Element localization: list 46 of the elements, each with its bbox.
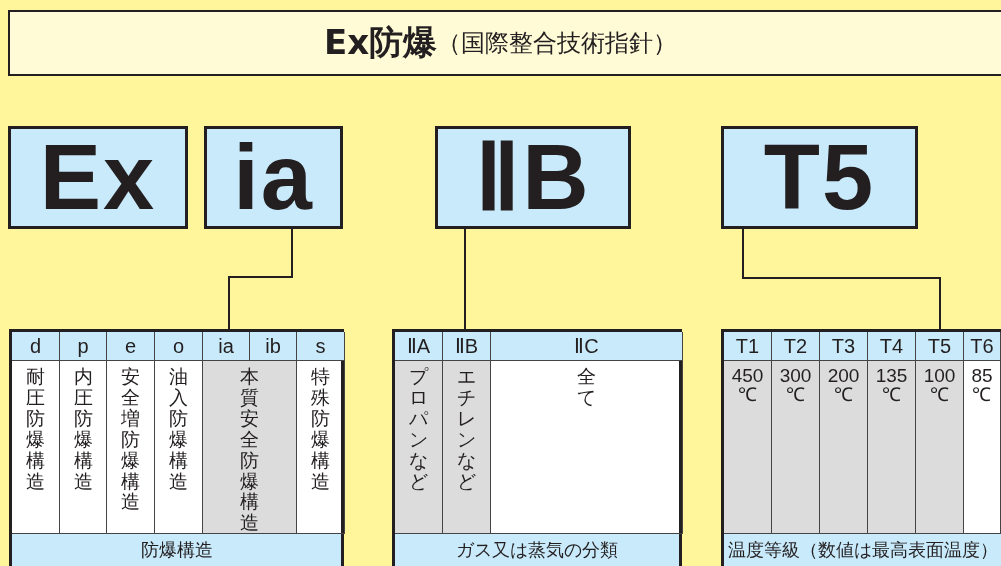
table-cell: 300℃ <box>772 361 820 534</box>
table-cell: 本質安全防爆構造 <box>203 361 297 534</box>
table-header-cell: p <box>60 332 107 361</box>
table-header-cell: ⅡA <box>395 332 443 361</box>
title-text: Ex防爆 <box>323 21 438 64</box>
subtitle-text: （国際整合技術指針） <box>437 28 678 59</box>
title-banner <box>8 10 1001 76</box>
table-panel <box>392 329 682 566</box>
table-cell: 安全増防爆構造 <box>107 361 155 534</box>
code-box: ⅡB <box>435 126 631 229</box>
table-footer: 温度等級（数値は最高表面温度） <box>724 534 1001 566</box>
table-header-cell: ⅡB <box>443 332 491 361</box>
code-box: ia <box>204 126 343 229</box>
table-header-cell: T1 <box>724 332 772 361</box>
table-header-cell: T5 <box>916 332 964 361</box>
table-header-cell: T2 <box>772 332 820 361</box>
table-cell: 450℃ <box>724 361 772 534</box>
table-cell: 85℃ <box>964 361 1001 534</box>
table-cell: エチレンなど <box>443 361 491 534</box>
table-header-cell: o <box>155 332 203 361</box>
table-header-cell: s <box>297 332 345 361</box>
table-cell: プロパンなど <box>395 361 443 534</box>
table-header-cell: ⅡC <box>491 332 683 361</box>
code-box: Ex <box>8 126 188 229</box>
connector-line <box>742 228 941 330</box>
table-footer: ガス又は蒸気の分類 <box>395 534 679 566</box>
connector-line <box>228 228 293 330</box>
table-header-cell: T3 <box>820 332 868 361</box>
table-cell: 100℃ <box>916 361 964 534</box>
connector-line <box>464 228 466 330</box>
table-header-cell: e <box>107 332 155 361</box>
table-cell: 内圧防爆構造 <box>60 361 107 534</box>
table-header-cell: d <box>12 332 60 361</box>
table-cell: 全て <box>491 361 683 534</box>
code-box: T5 <box>721 126 918 229</box>
table-header-cell: T4 <box>868 332 916 361</box>
table-panel <box>721 329 1001 566</box>
table-cell: 200℃ <box>820 361 868 534</box>
table-panel <box>9 329 344 566</box>
table-cell: 135℃ <box>868 361 916 534</box>
table-footer: 防爆構造 <box>12 534 341 566</box>
table-cell: 耐圧防爆構造 <box>12 361 60 534</box>
table-header-cell: ib <box>250 332 297 361</box>
table-header-cell: T6 <box>964 332 1001 361</box>
table-cell: 特殊防爆構造 <box>297 361 345 534</box>
table-header-cell: ia <box>203 332 250 361</box>
